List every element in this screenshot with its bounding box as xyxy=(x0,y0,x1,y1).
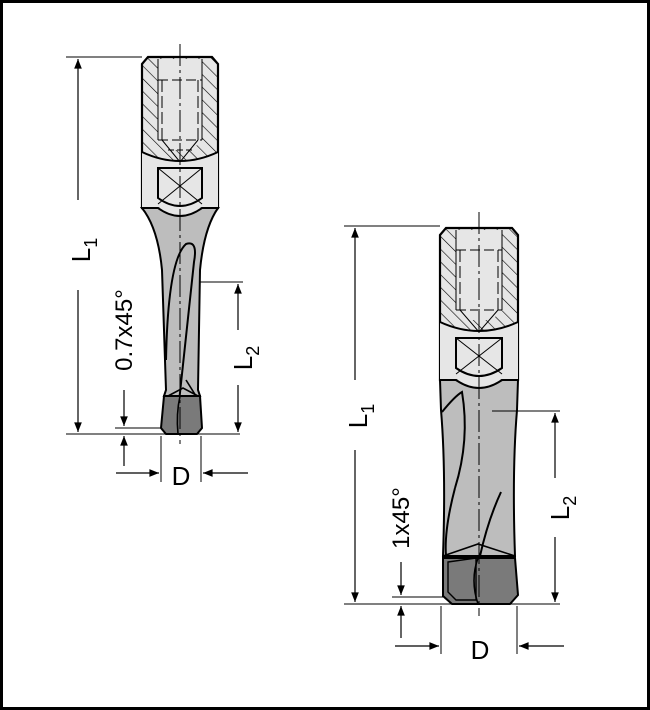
left-drill xyxy=(139,44,220,444)
right-bore xyxy=(456,230,502,320)
svg-text:L2: L2 xyxy=(545,496,580,520)
left-tip xyxy=(159,395,204,435)
left-D-label: D xyxy=(172,461,191,491)
left-L1-label: L xyxy=(66,248,96,262)
right-chamfer-label: 1x45° xyxy=(388,487,415,549)
right-L2-label: L xyxy=(545,506,575,520)
svg-text:L2: L2 xyxy=(228,346,263,370)
right-dimensions: L1 L2 1x45° D xyxy=(343,225,580,665)
right-drill xyxy=(438,212,520,616)
right-tip xyxy=(442,557,520,605)
left-dimensions: L1 L2 0.7x45° D xyxy=(66,56,263,491)
svg-text:L1: L1 xyxy=(343,404,378,428)
svg-text:L1: L1 xyxy=(66,238,101,262)
left-L2-label: L xyxy=(228,356,258,370)
left-chamfer-label: 0.7x45° xyxy=(111,289,138,371)
right-D-label: D xyxy=(471,635,490,665)
right-L1-label: L xyxy=(343,414,373,428)
